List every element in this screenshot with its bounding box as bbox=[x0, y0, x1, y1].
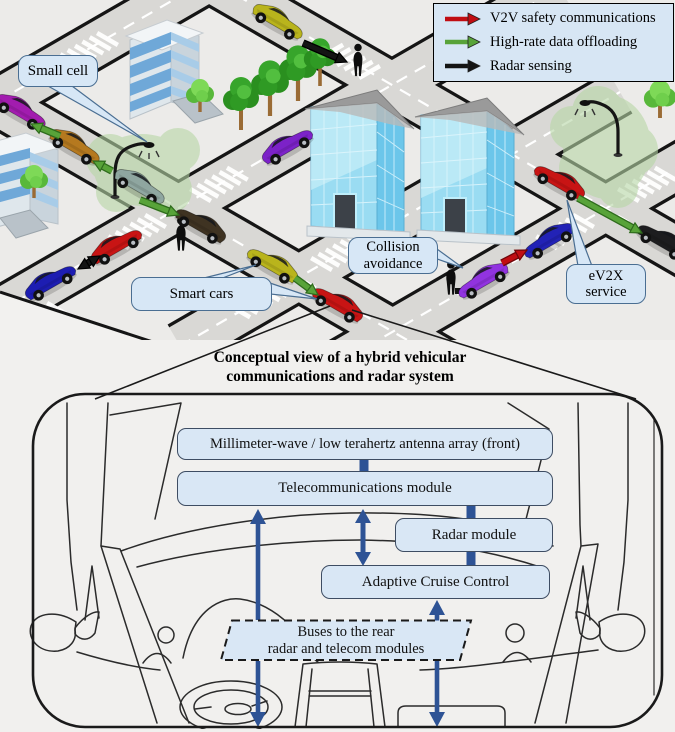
diagram-title-line1: Conceptual view of a hybrid vehicular bbox=[213, 349, 467, 366]
module-telecom-label: Telecommunications module bbox=[278, 480, 452, 496]
callout-collision-line1: Collision bbox=[366, 239, 420, 255]
legend: V2V safety communications High-rate data… bbox=[433, 3, 674, 82]
diagram-title: Conceptual view of a hybrid vehicular co… bbox=[137, 348, 543, 386]
buses-label-line1: Buses to the rear bbox=[297, 623, 395, 640]
callout-tails bbox=[45, 85, 593, 300]
crosswalk-stripe bbox=[143, 213, 168, 229]
green-arrow-offload-1 bbox=[29, 122, 62, 140]
black-arrow-icon bbox=[445, 59, 481, 73]
building-top bbox=[124, 19, 224, 124]
coverage-cloud-small-cell bbox=[86, 128, 200, 214]
module-radar-label: Radar module bbox=[431, 526, 517, 543]
legend-label-v2v: V2V safety communications bbox=[490, 10, 656, 27]
green-arrow-smart-cars bbox=[292, 274, 320, 296]
building-left bbox=[0, 132, 64, 239]
crosswalk-stripe bbox=[324, 247, 348, 264]
crosswalk-stripe bbox=[309, 256, 334, 272]
crosswalk-stripe bbox=[357, 64, 382, 80]
leader-lines bbox=[94, 305, 637, 400]
callout-collision-avoidance: Collision avoidance bbox=[348, 237, 438, 274]
legend-item-v2v: V2V safety communications bbox=[443, 8, 673, 30]
buses-label-line2: radar and telecom modules bbox=[267, 640, 425, 657]
car-diagram bbox=[0, 305, 675, 732]
crosswalk-stripe bbox=[81, 39, 105, 56]
crosswalk-stripe bbox=[571, 213, 596, 229]
diagram-title-line2: communications and radar system bbox=[226, 368, 454, 385]
callout-smart-cars: Smart cars bbox=[131, 277, 272, 311]
callout-ev2x-line1: eV2X bbox=[588, 267, 624, 284]
callout-small-cell-label: Small cell bbox=[27, 62, 89, 79]
crosswalk-stripe bbox=[136, 217, 160, 234]
module-box-telecom: Telecommunications module bbox=[177, 471, 553, 506]
crosswalk-stripe bbox=[225, 165, 249, 182]
legend-item-radar: Radar sensing bbox=[443, 55, 673, 77]
module-connectors bbox=[250, 459, 476, 727]
green-arrow-ev2x bbox=[576, 194, 644, 234]
red-arrow-collision bbox=[500, 249, 529, 267]
crosswalk-stripe bbox=[88, 35, 112, 52]
crosswalk-stripe bbox=[188, 187, 213, 203]
road-edge bbox=[0, 0, 131, 76]
red-arrow-icon bbox=[445, 12, 481, 26]
crosswalk-stripe bbox=[211, 174, 235, 191]
crosswalk-stripe bbox=[317, 251, 341, 268]
streetlight-ev2x bbox=[574, 100, 623, 157]
communication-arrows bbox=[29, 39, 644, 296]
callout-small-cell: Small cell bbox=[18, 55, 98, 87]
legend-label-offloading: High-rate data offloading bbox=[490, 33, 638, 50]
car-outline bbox=[31, 392, 664, 729]
crosswalk-stripe bbox=[653, 165, 675, 182]
crosswalk-stripe bbox=[646, 170, 670, 186]
crosswalk-stripe bbox=[218, 170, 242, 186]
streetlight-small-cell bbox=[110, 142, 160, 199]
legend-label-radar: Radar sensing bbox=[490, 57, 572, 74]
diagram-background bbox=[0, 340, 675, 732]
briefcase bbox=[455, 288, 462, 294]
bottom-patch bbox=[0, 729, 675, 732]
callout-smart-cars-label: Smart cars bbox=[169, 285, 234, 302]
green-arrow-icon bbox=[445, 35, 481, 50]
crosswalk-stripe bbox=[639, 174, 663, 191]
coverage-cloud-ev2x bbox=[550, 86, 658, 208]
buses-box bbox=[219, 619, 473, 661]
scene-edge-line bbox=[0, 290, 152, 340]
black-arrow-radar-2 bbox=[301, 39, 349, 64]
black-arrow-radar-1 bbox=[76, 255, 102, 270]
module-acc-label: Adaptive Cruise Control bbox=[361, 573, 510, 590]
module-box-acc: Adaptive Cruise Control bbox=[321, 565, 550, 599]
legend-item-offloading: High-rate data offloading bbox=[443, 31, 673, 53]
module-antenna-label: Millimeter-wave / low terahertz antenna … bbox=[209, 435, 521, 452]
tower-1 bbox=[304, 89, 415, 242]
callout-collision-line2: avoidance bbox=[363, 255, 423, 272]
green-arrow-offload-3 bbox=[138, 196, 181, 217]
module-box-radar: Radar module bbox=[395, 518, 553, 552]
crosswalk-stripe bbox=[129, 221, 153, 238]
buses-box-label: Buses to the rear radar and telecom modu… bbox=[222, 620, 470, 661]
green-arrow-offload-2 bbox=[91, 160, 114, 175]
lane-dashes bbox=[376, 167, 675, 340]
crosswalk-stripe bbox=[203, 178, 227, 195]
crosswalk-stripe bbox=[196, 182, 220, 199]
module-box-antenna: Millimeter-wave / low terahertz antenna … bbox=[177, 428, 553, 460]
callout-ev2x-service: eV2X service bbox=[566, 264, 646, 304]
tower-2 bbox=[414, 97, 525, 246]
callout-ev2x-line2: service bbox=[585, 284, 627, 300]
crosswalk-stripe bbox=[95, 31, 120, 47]
